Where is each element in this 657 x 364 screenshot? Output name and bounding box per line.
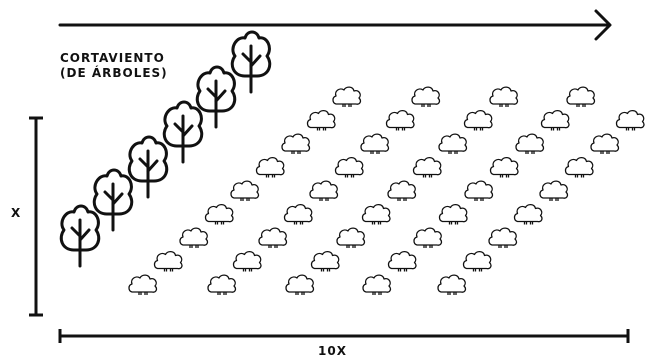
shrub-icon xyxy=(615,109,645,131)
shrub-icon xyxy=(488,227,518,248)
tree-icon xyxy=(162,100,204,164)
tree-icon xyxy=(127,135,169,199)
shrub-icon xyxy=(179,227,209,248)
crop-shrub-field xyxy=(128,86,645,295)
shrub-icon xyxy=(153,250,183,272)
shrub-icon xyxy=(332,86,362,107)
shrub-icon xyxy=(412,156,442,178)
shrub-icon xyxy=(387,250,417,272)
shrub-icon xyxy=(463,109,493,131)
shrub-icon xyxy=(515,133,545,154)
shrub-icon xyxy=(540,109,570,131)
shrub-icon xyxy=(283,203,313,225)
shrub-icon xyxy=(590,133,620,154)
windbreak-tree-row xyxy=(59,30,272,268)
width-label: 10X xyxy=(318,344,347,358)
windbreak-label-line1: CORTAVIENTO xyxy=(60,51,165,65)
shrub-icon xyxy=(438,203,468,225)
tree-icon xyxy=(92,168,134,232)
shrub-icon xyxy=(564,156,594,178)
shrub-icon xyxy=(306,109,336,131)
shrub-icon xyxy=(258,227,288,248)
shrub-icon xyxy=(489,86,519,107)
shrub-icon xyxy=(232,250,262,272)
height-label: X xyxy=(11,206,22,220)
shrub-icon xyxy=(464,180,494,201)
shrub-icon xyxy=(462,250,492,272)
shrub-icon xyxy=(207,274,237,295)
shrub-icon xyxy=(362,274,392,295)
shrub-icon xyxy=(387,180,417,201)
wind-arrow-icon xyxy=(58,9,612,41)
shrub-icon xyxy=(309,180,339,201)
shrub-icon xyxy=(334,156,364,178)
tree-icon xyxy=(195,65,237,129)
shrub-icon xyxy=(539,180,569,201)
shrub-icon xyxy=(513,203,543,225)
height-bracket xyxy=(29,116,43,317)
shrub-icon xyxy=(438,133,468,154)
shrub-icon xyxy=(255,156,285,178)
shrub-icon xyxy=(281,133,311,154)
shrub-icon xyxy=(204,203,234,225)
shrub-icon xyxy=(285,274,315,295)
tree-icon xyxy=(59,204,101,268)
shrub-icon xyxy=(489,156,519,178)
shrub-icon xyxy=(413,227,443,248)
windbreak-label: CORTAVIENTO (DE ÁRBOLES) xyxy=(60,51,168,81)
shrub-icon xyxy=(128,274,158,295)
shrub-icon xyxy=(437,274,467,295)
shrub-icon xyxy=(411,86,441,107)
shrub-icon xyxy=(336,227,366,248)
width-bracket xyxy=(58,329,630,343)
windbreak-label-line2: (DE ÁRBOLES) xyxy=(60,66,168,80)
shrub-icon xyxy=(310,250,340,272)
shrub-icon xyxy=(230,180,260,201)
shrub-icon xyxy=(360,133,390,154)
shrub-icon xyxy=(385,109,415,131)
shrub-icon xyxy=(361,203,391,225)
tree-icon xyxy=(230,30,272,94)
shrub-icon xyxy=(566,86,596,107)
